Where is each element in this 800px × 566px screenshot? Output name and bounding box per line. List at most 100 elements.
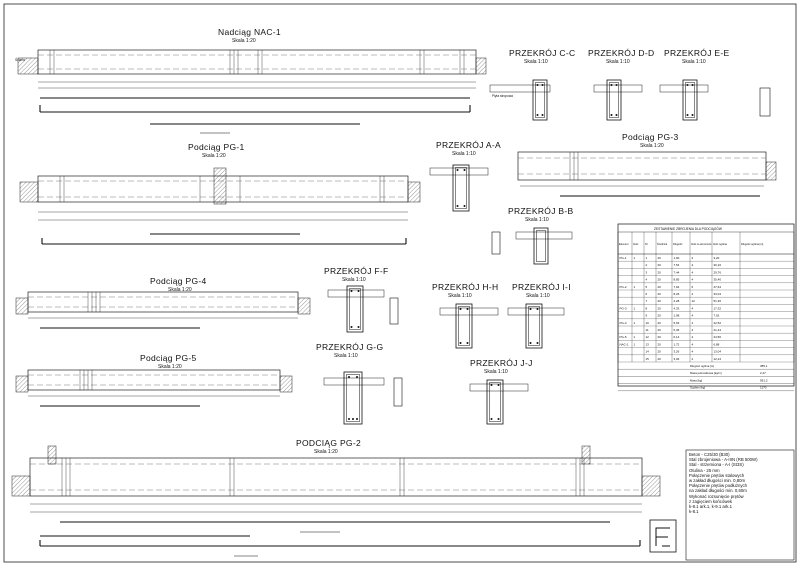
section-cc-scale: Skala 1:10 [524, 59, 548, 65]
table-cell: 4 [692, 350, 694, 354]
table-cell: 8 [646, 306, 648, 310]
table-cell: 20 [658, 342, 662, 346]
note-line: w zakład długości min. 0,80m [689, 478, 746, 484]
table-cell: 30,16 [714, 263, 722, 267]
note-line: Otulina - 25 mm [689, 467, 720, 473]
table-cell: 14 [646, 350, 650, 354]
section-aa-title: PRZEKRÓJ A-A [436, 140, 501, 150]
table-cell: 7,44 [674, 270, 680, 274]
section-jj-title: PRZEKRÓJ J-J [470, 358, 533, 368]
table-header-cell: Średnica [657, 241, 668, 246]
section-bb-scale: Skala 1:10 [525, 217, 549, 223]
rebar-schedule-table: ZESTAWIENIE ZBROJENIA DLA PODCIĄGÓW Elem… [617, 223, 795, 391]
section-hh-title: PRZEKRÓJ H-H [432, 282, 498, 292]
table-cell: 20 [658, 270, 662, 274]
note-line: Wykonać rozsunięcie prętów [689, 493, 744, 499]
table-cell: 3,20 [714, 256, 720, 260]
beam-pg3-title: Podciąg PG-3 [622, 132, 679, 142]
section-gg: PRZEKRÓJ G-G Skala 1:10 [316, 342, 403, 425]
table-cell: 47,64 [714, 285, 722, 289]
table-cell: 4 [692, 278, 694, 282]
section-ee: PRZEKRÓJ E-E Skala 1:10 [659, 48, 771, 121]
table-cell: 1 [634, 342, 636, 346]
table-cell: 3,06 [674, 357, 680, 361]
table-header-cell: Ilość ogólna [713, 242, 727, 246]
table-cell: 4 [692, 335, 694, 339]
table-cell: 8,85 [674, 278, 680, 282]
table-cell: 20 [658, 278, 662, 282]
table-cell: 20 [658, 350, 662, 354]
table-cell: 5 [646, 285, 648, 289]
table-cell: 4 [692, 321, 694, 325]
table-cell: PG-4 [620, 321, 627, 325]
section-bb-title: PRZEKRÓJ B-B [508, 206, 574, 216]
beam-pg2-title: PODCIĄG PG-2 [296, 438, 361, 448]
table-cell: 20 [658, 256, 662, 260]
section-ff: PRZEKRÓJ F-F Skala 1:10 [324, 266, 399, 333]
table-cell: PG-3 [620, 306, 627, 310]
table-cell: 33,04 [714, 292, 722, 296]
table-cell: 1 [634, 306, 636, 310]
table-cell: NAC-1 [620, 342, 629, 346]
table-header-cell: Nr [645, 242, 648, 246]
table-cell: 2 [646, 263, 648, 267]
section-ii-title: PRZEKRÓJ I-I [512, 282, 571, 292]
table-cell: 12 [646, 335, 650, 339]
table-cell: 35,40 [714, 278, 722, 282]
beam-pg4-scale: Skala 1:20 [168, 287, 192, 293]
table-cell: 4 [692, 357, 694, 361]
table-cell: 4 [692, 314, 694, 318]
table-cell: 1 [634, 321, 636, 325]
table-summary-value: 385,1 [760, 364, 768, 368]
section-ff-scale: Skala 1:10 [342, 277, 366, 283]
table-cell: 4,28 [674, 299, 680, 303]
table-summary-label: Długość ogólna [m] [690, 364, 714, 368]
table-cell: 4 [692, 292, 694, 296]
section-dd-scale: Skala 1:10 [606, 59, 630, 65]
table-cell: 1 [634, 335, 636, 339]
table-cell: 24,56 [714, 335, 722, 339]
table-cell: 4 [692, 342, 694, 346]
table-cell: 11 [646, 328, 649, 332]
table-cell: 12 [692, 299, 696, 303]
beam-pg5: Podciąg PG-5 Skala 1:20 [15, 353, 293, 407]
table-cell: 20 [658, 321, 662, 325]
beam-pg2: PODCIĄG PG-2 Skala 1:20 [11, 438, 661, 557]
table-cell: 15 [646, 357, 650, 361]
table-cell: 6 [692, 285, 694, 289]
table-header-cell: Długość ogólna [m] [741, 242, 763, 246]
table-summary-value: 2,47 [760, 371, 766, 375]
note-line: k-8.1 ark.1, k-9.1 ark.1 [689, 504, 732, 510]
table-cell: 13 [646, 342, 650, 346]
table-header-cell: Element [619, 242, 629, 246]
section-ee-title: PRZEKRÓJ E-E [664, 48, 730, 58]
section-jj: PRZEKRÓJ J-J Skala 1:10 [469, 358, 533, 425]
section-aa-scale: Skala 1:10 [452, 151, 476, 157]
section-gg-scale: Skala 1:10 [334, 353, 358, 359]
table-cell: 10 [646, 321, 650, 325]
table-cell: 20 [658, 357, 662, 361]
section-hh-scale: Skala 1:10 [448, 293, 472, 299]
section-bb: PRZEKRÓJ B-B Skala 1:10 [491, 206, 574, 265]
table-cell: 4 [692, 263, 694, 267]
table-cell: 22,52 [714, 321, 722, 325]
section-cc: PRZEKRÓJ C-C Skala 1:10 Płyta stropowa [489, 48, 575, 121]
title-block [649, 449, 795, 561]
section-ff-title: PRZEKRÓJ F-F [324, 266, 389, 276]
table-cell: 20 [658, 285, 662, 289]
table-cell: 13,04 [714, 350, 722, 354]
table-cell: 20 [658, 263, 662, 267]
table-cell: 4 [692, 328, 694, 332]
note-line: Stal - strzemiona - A-I (St3S) [689, 462, 744, 468]
section-ii: PRZEKRÓJ I-I Skala 1:10 [507, 282, 571, 349]
section-dd: PRZEKRÓJ D-D Skala 1:10 [588, 48, 654, 121]
beam-pg3-scale: Skala 1:20 [640, 143, 664, 149]
beam-pg5-scale: Skala 1:20 [158, 364, 182, 370]
table-cell: 20 [658, 314, 662, 318]
note-line: Połączenie prętów podłużnych [689, 483, 748, 489]
note-line: Stal zbrojeniowa - A-IIIN (RB 500W) [689, 457, 758, 463]
table-title: ZESTAWIENIE ZBROJENIA DLA PODCIĄGÓW [654, 226, 722, 231]
table-cell: PG-1 [620, 256, 627, 260]
beam-pg1-title: Podciąg PG-1 [188, 142, 245, 152]
